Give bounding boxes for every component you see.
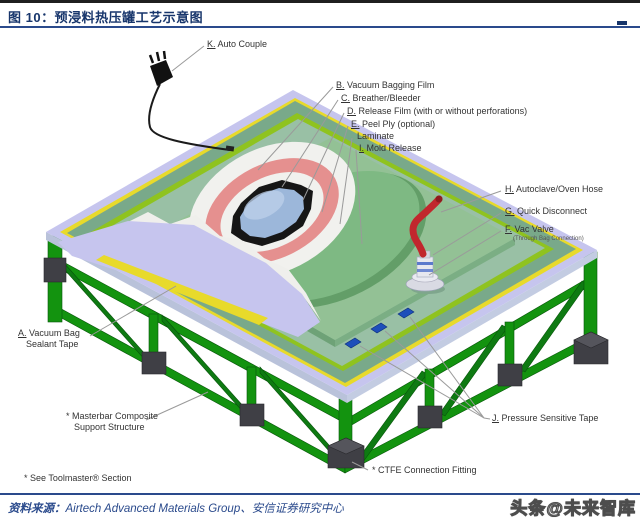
label-ctfe-fitting: * CTFE Connection Fitting [372,465,477,475]
label-quick-disconnect: G. Quick Disconnect [505,206,588,216]
label-mold-release: I. Mold Release [359,143,422,153]
label-vac-valve-sub: (Through Bag Connection) [513,236,584,242]
label-masterbar-support: * Masterbar Composite Support Structure [66,411,159,432]
leader-lines [89,45,502,471]
source-label: 资料来源： [8,503,66,515]
label-pressure-sensitive-tape: J. Pressure Sensitive Tape [492,413,599,423]
sealant-tape-strip [96,255,268,325]
source-text: Airtech Advanced Materials Group、安信证券研究中… [65,503,344,515]
label-auto-couple: K. Auto Couple [207,39,268,49]
label-autoclave-oven-hose: H. Autoclave/Oven Hose [505,184,604,194]
support-frame [43,235,609,474]
label-peel-ply: E. Peel Ply (optional) [351,119,436,129]
vacuum-bag-sheet [58,221,320,337]
figure-title: 图 10：预浸料热压罐工艺示意图 [8,10,204,25]
label-release-film: D. Release Film (with or without perfora… [347,106,528,116]
label-vac-valve: F. Vac Valve [505,224,554,234]
label-see-toolmaster: * See Toolmaster® Section [24,473,132,483]
top-bar [0,0,640,3]
footer-rule [0,493,640,495]
label-vacuum-bag-sealant-tape: A. Vacuum Bag Sealant Tape [18,328,80,349]
label-laminate: Laminate [357,131,395,141]
autoclave-hose [409,195,443,258]
auto-couple [148,50,235,152]
title-rule [0,26,640,28]
watermark: 头条@未来智库 [510,498,636,518]
bagging-layer-stack [58,141,427,337]
title-rule-end-tick [617,21,627,25]
source-line: 资料来源：Airtech Advanced Materials Group、安信… [8,500,344,516]
pressure-tape-squares [344,307,415,349]
vac-valve-assembly [405,195,445,294]
label-vacuum-bagging-film: B. Vacuum Bagging Film [336,80,435,90]
label-breather-bleeder: C. Breather/Bleeder [341,93,421,103]
